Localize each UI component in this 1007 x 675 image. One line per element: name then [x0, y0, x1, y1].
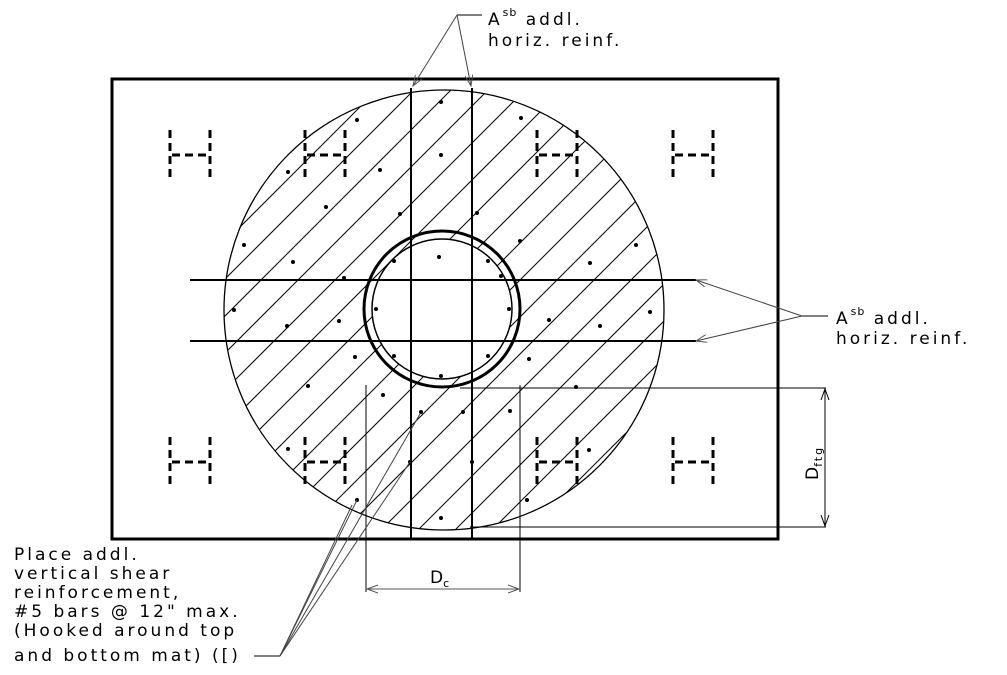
top-leader: [413, 14, 482, 86]
svg-text:Place addl.: Place addl.: [14, 545, 140, 565]
svg-text:#5 bars @ 12" max.: #5 bars @ 12" max.: [14, 602, 241, 622]
rebar-dot: [588, 261, 592, 265]
hatch-line: [224, 90, 579, 530]
rebar-dot: [342, 276, 346, 280]
rebar-dot: [306, 384, 310, 388]
rebar-dot: [381, 393, 385, 397]
rebar-dot: [470, 460, 474, 464]
rebar-dot: [439, 374, 443, 378]
dc-dimension: [365, 385, 521, 594]
hatch-line: [310, 90, 664, 530]
hatch-line: [532, 90, 664, 530]
right-label: Asb addl.: [836, 305, 931, 329]
svg-text:and bottom mat) ([): and bottom mat) ([): [14, 646, 241, 666]
pile-symbol: [535, 437, 579, 487]
rebar-dot: [285, 324, 289, 328]
hatch-line: [224, 90, 664, 530]
dftg-label: Dftg: [803, 446, 825, 480]
rebar-dot: [242, 243, 246, 247]
rebar-dot: [547, 318, 551, 322]
rebar-dot: [525, 498, 529, 502]
rebar-dot: [648, 310, 652, 314]
footing-outline: [110, 77, 780, 541]
pile-symbol: [303, 130, 347, 180]
rebar-dot: [437, 255, 441, 259]
critical-section-hatch: [224, 90, 664, 530]
shear-reinf-note: Place addl. vertical shear reinforcement…: [14, 545, 241, 666]
hatch-line: [224, 90, 664, 530]
pile-symbol: [671, 437, 715, 487]
top-label-line2: horiz. reinf.: [488, 31, 622, 51]
rebar-dot: [507, 307, 511, 311]
right-label-line2: horiz. reinf.: [836, 329, 970, 349]
rebar-dot: [419, 410, 423, 414]
rebar-dot: [519, 116, 523, 120]
hatch-line: [421, 90, 664, 530]
rebar-dot: [486, 354, 490, 358]
hatch-line: [224, 90, 664, 530]
dc-label: Dc: [430, 568, 450, 590]
pile-symbol: [535, 130, 579, 180]
rebar-dot: [475, 211, 479, 215]
pile-symbol: [168, 130, 212, 180]
svg-text:vertical shear: vertical shear: [14, 564, 172, 584]
rebar-dot: [508, 409, 512, 413]
rebar-dot: [355, 118, 359, 122]
rebar-dot: [286, 447, 290, 451]
pile-symbols: [168, 130, 715, 487]
hatch-line: [224, 90, 468, 530]
rebar-dot: [527, 357, 531, 361]
rebar-dot: [439, 100, 443, 104]
rebar-dot: [634, 243, 638, 247]
column-outer: [362, 229, 522, 389]
hatch-line: [224, 90, 505, 530]
dftg-dimension: [460, 387, 830, 528]
hatch-line: [224, 90, 616, 530]
rebar-dot: [392, 259, 396, 263]
rebar-dot: [353, 355, 357, 359]
svg-text:reinforcement,: reinforcement,: [14, 583, 181, 603]
hatch-line: [224, 90, 664, 530]
rebar-dot: [324, 205, 328, 209]
hatch-line: [384, 90, 664, 530]
rebar-dots: [232, 100, 652, 520]
rebar-dot: [232, 308, 236, 312]
rebar-dot: [486, 259, 490, 263]
column-inner: [371, 238, 513, 380]
pile-symbol: [671, 130, 715, 180]
hatch-line: [458, 90, 664, 530]
hatch-line: [273, 90, 664, 530]
hatch-line: [495, 90, 664, 530]
hatch-line: [347, 90, 664, 530]
rebar-dot: [598, 324, 602, 328]
rebar-dot: [439, 153, 443, 157]
svg-text:(Hooked around top: (Hooked around top: [14, 621, 237, 641]
pile-symbol: [303, 437, 347, 487]
rebar-dot: [518, 239, 522, 243]
hatch-line: [236, 90, 664, 530]
top-label: Asb addl.: [488, 6, 583, 30]
right-leader: [696, 280, 828, 341]
hatch-line: [569, 90, 664, 530]
rebar-dot: [499, 274, 503, 278]
rebar-dot: [286, 170, 290, 174]
critical-shear-perimeter: [223, 89, 665, 531]
note-leader: [254, 413, 421, 657]
pile-symbol: [168, 437, 212, 487]
rebar-dot: [378, 168, 382, 172]
rebar-dot: [392, 354, 396, 358]
rebar-dot: [587, 448, 591, 452]
rebar-dot: [337, 319, 341, 323]
rebar-dot: [461, 410, 465, 414]
rebar-dot: [398, 212, 402, 216]
rebar-dot: [439, 516, 443, 520]
rebar-dot: [291, 260, 295, 264]
rebar-dot: [374, 307, 378, 311]
